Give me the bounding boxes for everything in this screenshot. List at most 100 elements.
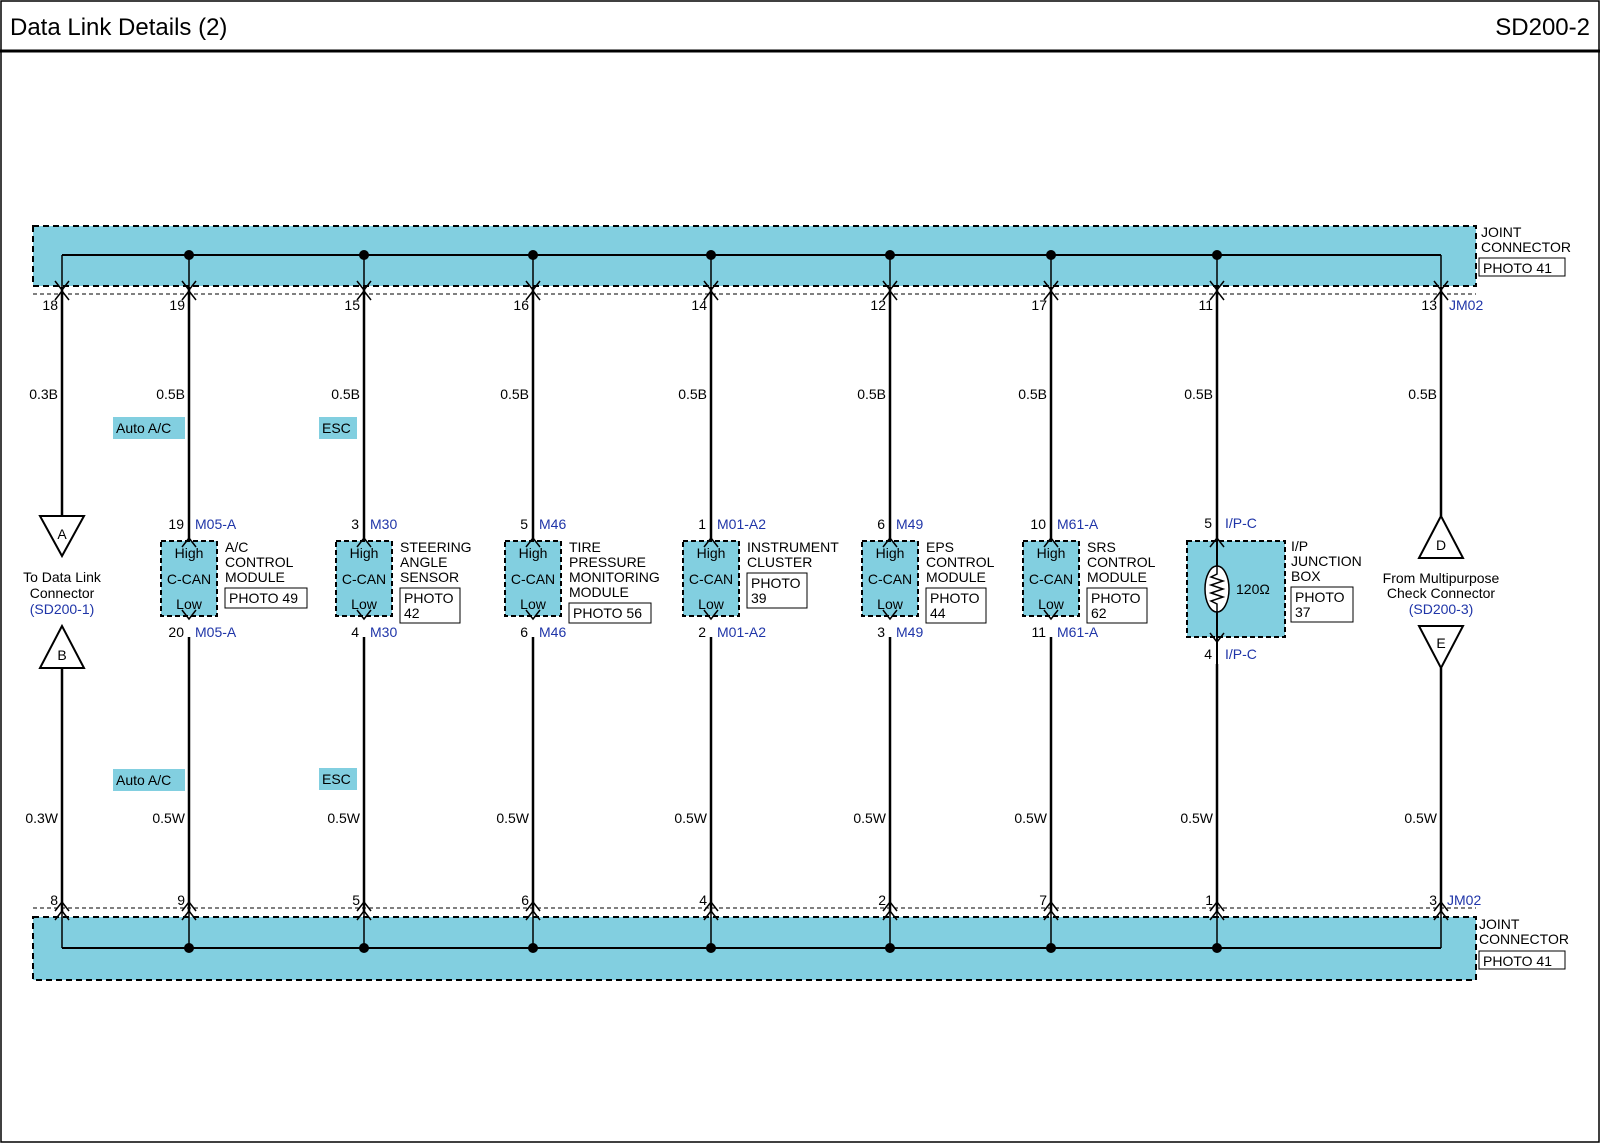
- module-photo-box: [399, 587, 461, 624]
- module-pin-bottom-icon: [181, 609, 197, 621]
- module-name-line: STEERING: [400, 539, 472, 555]
- ref-e-letter: E: [1436, 635, 1445, 651]
- junction-box-body: [1186, 540, 1286, 638]
- pin-chevron-top-icon: [703, 289, 719, 301]
- wire-columns: 1880.3B0.3W1990.5B0.5W1550.5B0.5W1660.5B…: [25, 250, 1449, 953]
- module-name-line: SENSOR: [400, 569, 459, 585]
- pin-chevron-bottom-icon: [1209, 909, 1225, 921]
- top-pin-number: 19: [169, 297, 185, 313]
- module-can-label: C-CAN: [689, 571, 733, 587]
- pin-chevron-top-icon: [1433, 289, 1449, 301]
- top-pin-number: 16: [513, 297, 529, 313]
- module-conn-top: M01-A2: [717, 516, 766, 532]
- bottom-pin-number: 2: [878, 892, 886, 908]
- splice-dot-top: [885, 250, 895, 260]
- module-high-label: High: [175, 545, 204, 561]
- module-photo-ref: 62: [1091, 605, 1107, 621]
- module-pin-top-icon: [882, 536, 898, 548]
- pin-chevron-bottom-icon: [882, 909, 898, 921]
- module-body[interactable]: [504, 540, 562, 617]
- module-body[interactable]: [1022, 540, 1080, 617]
- splice-dot-top: [1212, 250, 1222, 260]
- splice-dot-bottom: [359, 943, 369, 953]
- module-pin-bottom: 2: [698, 624, 706, 640]
- module-photo-box: [568, 602, 652, 624]
- bottom-wire-code: 0.5W: [853, 810, 886, 826]
- resistor-icon: [1208, 566, 1226, 612]
- module-pin-bottom-icon: [1043, 609, 1059, 621]
- module-conn-bottom: M49: [896, 624, 923, 640]
- module-pin-top-icon: [356, 536, 372, 548]
- page-title: Data Link Details (2): [10, 14, 227, 41]
- module-body[interactable]: [861, 540, 919, 617]
- module-body[interactable]: [335, 540, 393, 617]
- option-esc-bottom: ESC: [322, 771, 351, 787]
- splice-dot-top: [184, 250, 194, 260]
- right-reference[interactable]: D E From Multipurpose Check Connector (S…: [1383, 513, 1500, 671]
- module-high-label: High: [350, 545, 379, 561]
- joint-top-photo: PHOTO 41: [1483, 260, 1552, 276]
- module-name-line: CONTROL: [926, 554, 995, 570]
- module-low-label: Low: [877, 596, 904, 612]
- bottom-pin-number: 5: [352, 892, 360, 908]
- joint-bottom-label-2: CONNECTOR: [1479, 931, 1569, 947]
- module-name-line: MODULE: [1087, 569, 1147, 585]
- module-high-label: High: [876, 545, 905, 561]
- module-conn-bottom: M05-A: [195, 624, 237, 640]
- top-wire-code: 0.5B: [500, 386, 529, 402]
- pin-chevron-bottom-icon: [882, 900, 898, 912]
- junction-photo-1: PHOTO: [1295, 589, 1345, 605]
- bottom-wire-code: 0.5W: [327, 810, 360, 826]
- bottom-wire-code: 0.5W: [496, 810, 529, 826]
- top-wire-code: 0.5B: [857, 386, 886, 402]
- left-reference[interactable]: A B To Data Link Connector (SD200-1): [23, 515, 102, 669]
- ref-a-triangle-icon[interactable]: [38, 515, 86, 559]
- module-body[interactable]: [160, 540, 218, 617]
- splice-dot-bottom: [528, 943, 538, 953]
- left-ref-link[interactable]: (SD200-1): [30, 601, 95, 617]
- junction-name-2: JUNCTION: [1291, 553, 1362, 569]
- module-conn-bottom: M61-A: [1057, 624, 1099, 640]
- module-pin-bottom-icon: [882, 609, 898, 621]
- module-photo-box: [925, 587, 987, 624]
- module-photo-ref: 42: [404, 605, 420, 621]
- module-photo-ref: PHOTO 56: [573, 605, 642, 621]
- left-ref-line-1: To Data Link: [23, 569, 102, 585]
- right-ref-link[interactable]: (SD200-3): [1409, 601, 1474, 617]
- junction-photo-2: 37: [1295, 604, 1311, 620]
- bottom-pin-number: 3: [1429, 892, 1437, 908]
- module-photo-ref: PHOTO: [1091, 590, 1141, 606]
- module-pin-top: 3: [351, 516, 359, 532]
- bottom-wire-code: 0.5W: [1404, 810, 1437, 826]
- ref-d-letter: D: [1436, 537, 1446, 553]
- junction-conn-top: I/P-C: [1225, 515, 1257, 531]
- ref-b-triangle-icon[interactable]: [38, 623, 86, 669]
- ref-e-triangle-icon[interactable]: [1417, 625, 1465, 671]
- top-wire-code: 0.3B: [29, 386, 58, 402]
- module-pin-bottom-icon: [525, 609, 541, 621]
- module-photo-ref: PHOTO: [930, 590, 980, 606]
- junction-pin-top: 5: [1204, 515, 1212, 531]
- splice-dot-top: [528, 250, 538, 260]
- module-name-line: MONITORING: [569, 569, 660, 585]
- bottom-wire-code: 0.5W: [152, 810, 185, 826]
- module-conn-bottom: M01-A2: [717, 624, 766, 640]
- module-body[interactable]: [682, 540, 740, 617]
- module-name-line: A/C: [225, 539, 248, 555]
- right-ref-line-1: From Multipurpose: [1383, 570, 1500, 586]
- joint-top-label-1: JOINT: [1481, 224, 1522, 240]
- module-conn-top: M61-A: [1057, 516, 1099, 532]
- module-photo-ref: PHOTO: [404, 590, 454, 606]
- ref-d-triangle-icon[interactable]: [1417, 513, 1465, 559]
- splice-dot-bottom: [1212, 943, 1222, 953]
- module-conn-top: M30: [370, 516, 397, 532]
- bottom-wire-code: 0.5W: [1180, 810, 1213, 826]
- module-name-line: CONTROL: [1087, 554, 1156, 570]
- joint-bottom-connector: JM02: [1447, 892, 1481, 908]
- option-esc-top: ESC: [322, 420, 351, 436]
- module-low-label: Low: [698, 596, 725, 612]
- module-name-line: CLUSTER: [747, 554, 812, 570]
- bottom-pin-number: 8: [50, 892, 58, 908]
